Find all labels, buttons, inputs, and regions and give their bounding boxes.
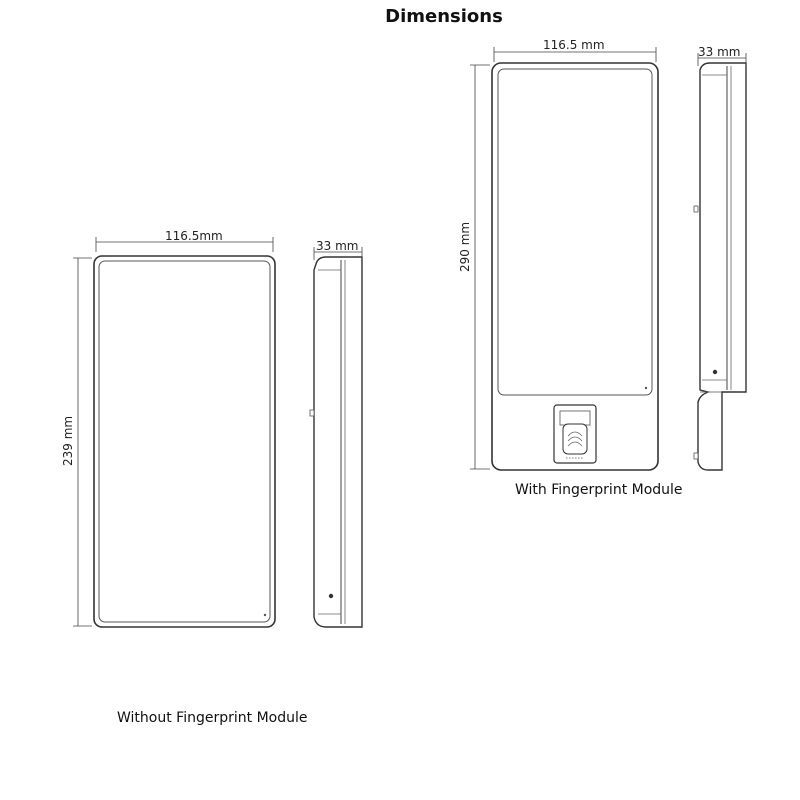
- width-label-left: 116.5mm: [165, 229, 223, 243]
- fingerprint-module-icon: [553, 404, 597, 464]
- device-front-without-module: [93, 255, 276, 628]
- page-title: Dimensions: [385, 6, 503, 27]
- depth-label-left: 33 mm: [316, 239, 358, 253]
- width-label-right: 116.5 mm: [543, 38, 605, 52]
- depth-label-right: 33 mm: [698, 45, 740, 59]
- width-dimension-right: 116.5 mm: [493, 38, 657, 62]
- height-dimension-left: 239 mm: [61, 257, 92, 627]
- height-label-right: 290 mm: [458, 222, 472, 272]
- device-side-without-module: [309, 256, 363, 628]
- width-dimension-left: 116.5mm: [95, 229, 274, 252]
- height-label-left: 239 mm: [61, 416, 75, 466]
- depth-dimension-left: 33 mm: [313, 239, 363, 260]
- device-side-with-module: [693, 62, 747, 471]
- caption-with-module: With Fingerprint Module: [515, 482, 683, 498]
- height-dimension-right: 290 mm: [458, 64, 490, 470]
- caption-without-module: Without Fingerprint Module: [117, 710, 308, 726]
- device-front-with-module: [491, 62, 659, 471]
- depth-dimension-right: 33 mm: [697, 45, 747, 66]
